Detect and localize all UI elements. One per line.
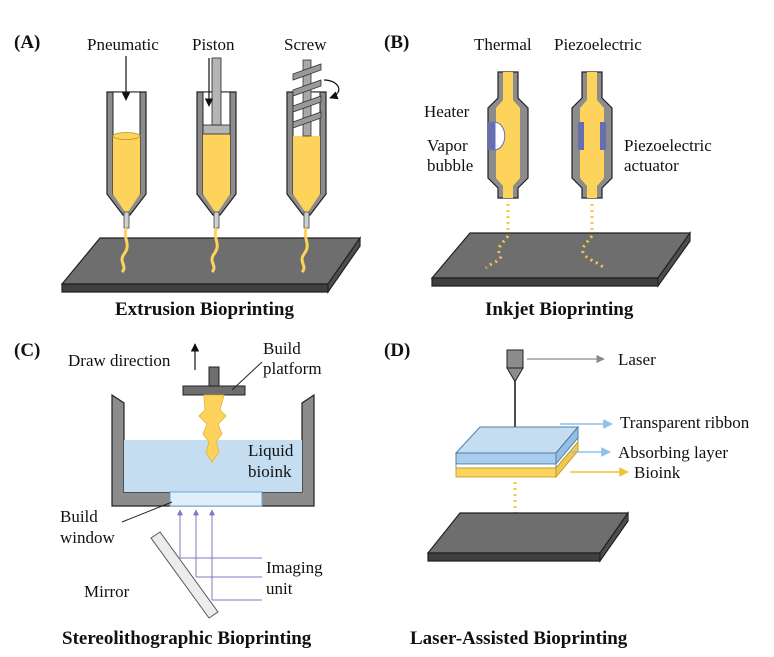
- panel-d: (D) Laser Transparent ribbon Absorbing l…: [384, 340, 750, 649]
- rotation-arrow: [323, 79, 340, 100]
- heater-element: [488, 122, 495, 150]
- vapor-bubble: [494, 121, 506, 151]
- piezo-actuator-label-2: actuator: [624, 156, 679, 175]
- liquid-label-1: Liquid: [248, 441, 294, 460]
- screw-syringe: [286, 59, 327, 274]
- thermal-label: Thermal: [474, 35, 532, 54]
- mirror-label: Mirror: [84, 582, 130, 601]
- panel-a: (A) Pneumatic: [14, 32, 362, 320]
- laser-plate: [426, 511, 630, 563]
- piston-syringe: [196, 57, 237, 274]
- laser-head: [506, 349, 524, 381]
- liquid-label-2: bioink: [248, 462, 292, 481]
- laser-assisted-caption: Laser-Assisted Bioprinting: [410, 628, 628, 649]
- thermal-nozzle: [484, 71, 529, 270]
- build-platform-label-1: Build: [263, 339, 301, 358]
- build-platform-label-2: platform: [263, 359, 322, 378]
- light-rays: [177, 509, 262, 601]
- draw-direction-label: Draw direction: [68, 351, 171, 370]
- piezo-nozzle: [571, 71, 613, 270]
- heater-label: Heater: [424, 102, 470, 121]
- extrusion-caption: Extrusion Bioprinting: [115, 299, 294, 320]
- absorbing-layer-label: Absorbing layer: [618, 443, 728, 462]
- panel-c: (C) Draw direction Build platform Liquid…: [14, 339, 323, 649]
- imaging-unit-label-2: unit: [266, 579, 293, 598]
- vapor-label-1: Vapor: [427, 136, 468, 155]
- screw-label: Screw: [284, 35, 327, 54]
- piezo-actuator-right: [600, 122, 606, 150]
- pneumatic-label: Pneumatic: [87, 35, 159, 54]
- printed-construct: [198, 394, 227, 463]
- piezo-actuator-label-1: Piezoelectric: [624, 136, 712, 155]
- panel-c-label: (C): [14, 340, 40, 361]
- build-window: [169, 491, 263, 507]
- bioink-label: Bioink: [634, 463, 681, 482]
- panel-d-label: (D): [384, 340, 410, 361]
- inkjet-caption: Inkjet Bioprinting: [485, 299, 634, 320]
- build-window-label-1: Build: [60, 507, 98, 526]
- piston-label: Piston: [192, 35, 235, 54]
- piezo-label: Piezoelectric: [554, 35, 642, 54]
- inkjet-plate: [430, 231, 692, 288]
- piezo-actuator-left: [578, 122, 584, 150]
- build-platform: [182, 366, 246, 396]
- imaging-unit-label-1: Imaging: [266, 558, 323, 577]
- layered-slide: [454, 425, 580, 479]
- laser-label: Laser: [618, 350, 656, 369]
- build-window-label-2: window: [60, 528, 116, 547]
- extrusion-plate: [60, 236, 362, 294]
- transparent-ribbon-label: Transparent ribbon: [620, 413, 750, 432]
- panel-b-label: (B): [384, 32, 409, 53]
- panel-b: (B) Thermal Heater Vapor bubble: [384, 32, 712, 320]
- mirror: [150, 531, 219, 619]
- panel-a-label: (A): [14, 32, 40, 53]
- stereolithographic-caption: Stereolithographic Bioprinting: [62, 628, 312, 649]
- vapor-label-2: bubble: [427, 156, 473, 175]
